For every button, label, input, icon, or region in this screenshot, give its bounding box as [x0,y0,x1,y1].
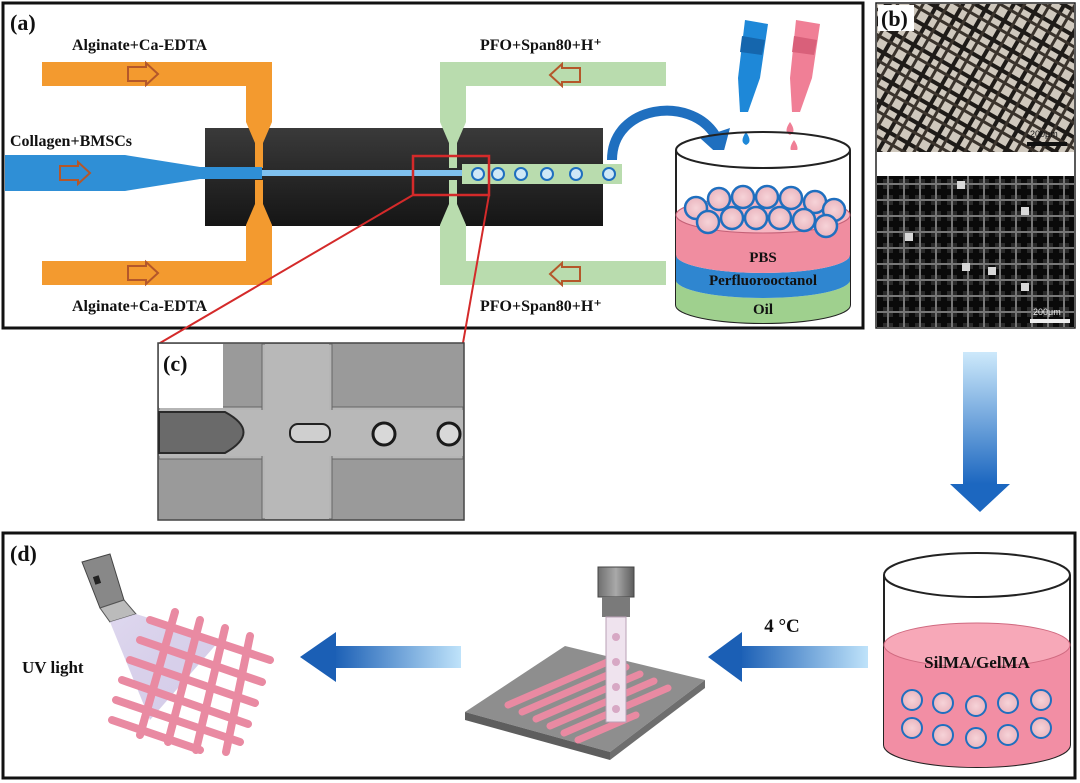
pbs-label: PBS [749,250,777,266]
flow-arrow-icon [127,60,160,88]
process-arrow-down [950,352,1010,512]
zoom-line-left [159,194,414,344]
cooling-arrow [708,632,868,682]
layered-container: PBS Perfluorooctanol Oil [675,131,851,324]
panel-c-label: (c) [163,351,187,376]
mesh-image-bottom [877,176,1074,327]
bottom-right-inlet-label: PFO+Span80+H⁺ [480,298,602,315]
flow-arrow-icon [548,260,581,288]
crosslink-arrow [300,632,461,682]
oil-layer [676,280,850,323]
panel-b: (b) 200μm 200μm [875,2,1076,329]
pink-pipette-icon [790,20,820,112]
collagen-channel [5,155,462,191]
nozzle-tip [158,411,245,454]
panel-a: (a) [1,1,865,330]
uv-label: UV light [22,658,84,677]
zoom-line-right [462,194,490,344]
panel-c: (c) [157,342,465,521]
bright-spots [905,181,1029,291]
panel-b-label: (b) [881,6,908,31]
perfluorooctanol-label: Perfluorooctanol [709,273,817,289]
droplets [371,421,462,447]
print-nozzle [597,566,635,723]
scale-bar-bottom-label: 200μm [1033,307,1061,317]
flow-arrow-icon [548,61,581,89]
panel-b-label-bg [878,5,914,31]
scale-bar-top-label: 200μm [1030,129,1058,139]
transfer-curved-arrow [607,105,720,161]
forming-droplet [289,423,331,443]
crosslinked-scaffold [108,608,274,756]
bath-container: SilMA/GelMA [883,552,1071,768]
bath-label: SilMA/GelMA [924,653,1030,672]
scale-bar-bottom [1030,319,1070,323]
panel-a-label: (a) [10,10,36,35]
pfo-channel-top [440,62,666,168]
center-inlet-label: Collagen+BMSCs [10,133,132,150]
bath-capsules [901,689,1052,749]
zoom-highlight-box [411,154,491,197]
panel-d-label: (d) [10,541,37,566]
pbs-layer [676,215,850,273]
microcapsule-droplets [471,167,616,181]
printing-stage [465,646,705,760]
bottom-left-inlet-label: Alginate+Ca-EDTA [72,298,207,315]
panel-d: (d) SilMA/GelMA 4 °C [1,531,1077,780]
flow-arrow-icon [127,259,160,287]
blue-pipette-icon [738,20,768,112]
flow-arrow-icon [59,159,92,187]
floating-capsules [683,184,847,239]
oil-label: Oil [753,302,773,318]
perfluorooctanol-layer [676,255,850,298]
scale-bar-top [1027,142,1067,146]
temperature-label: 4 °C [764,616,800,637]
panel-c-label-bg [159,344,223,408]
top-left-inlet-label: Alginate+Ca-EDTA [72,37,207,54]
top-right-inlet-label: PFO+Span80+H⁺ [480,37,602,54]
